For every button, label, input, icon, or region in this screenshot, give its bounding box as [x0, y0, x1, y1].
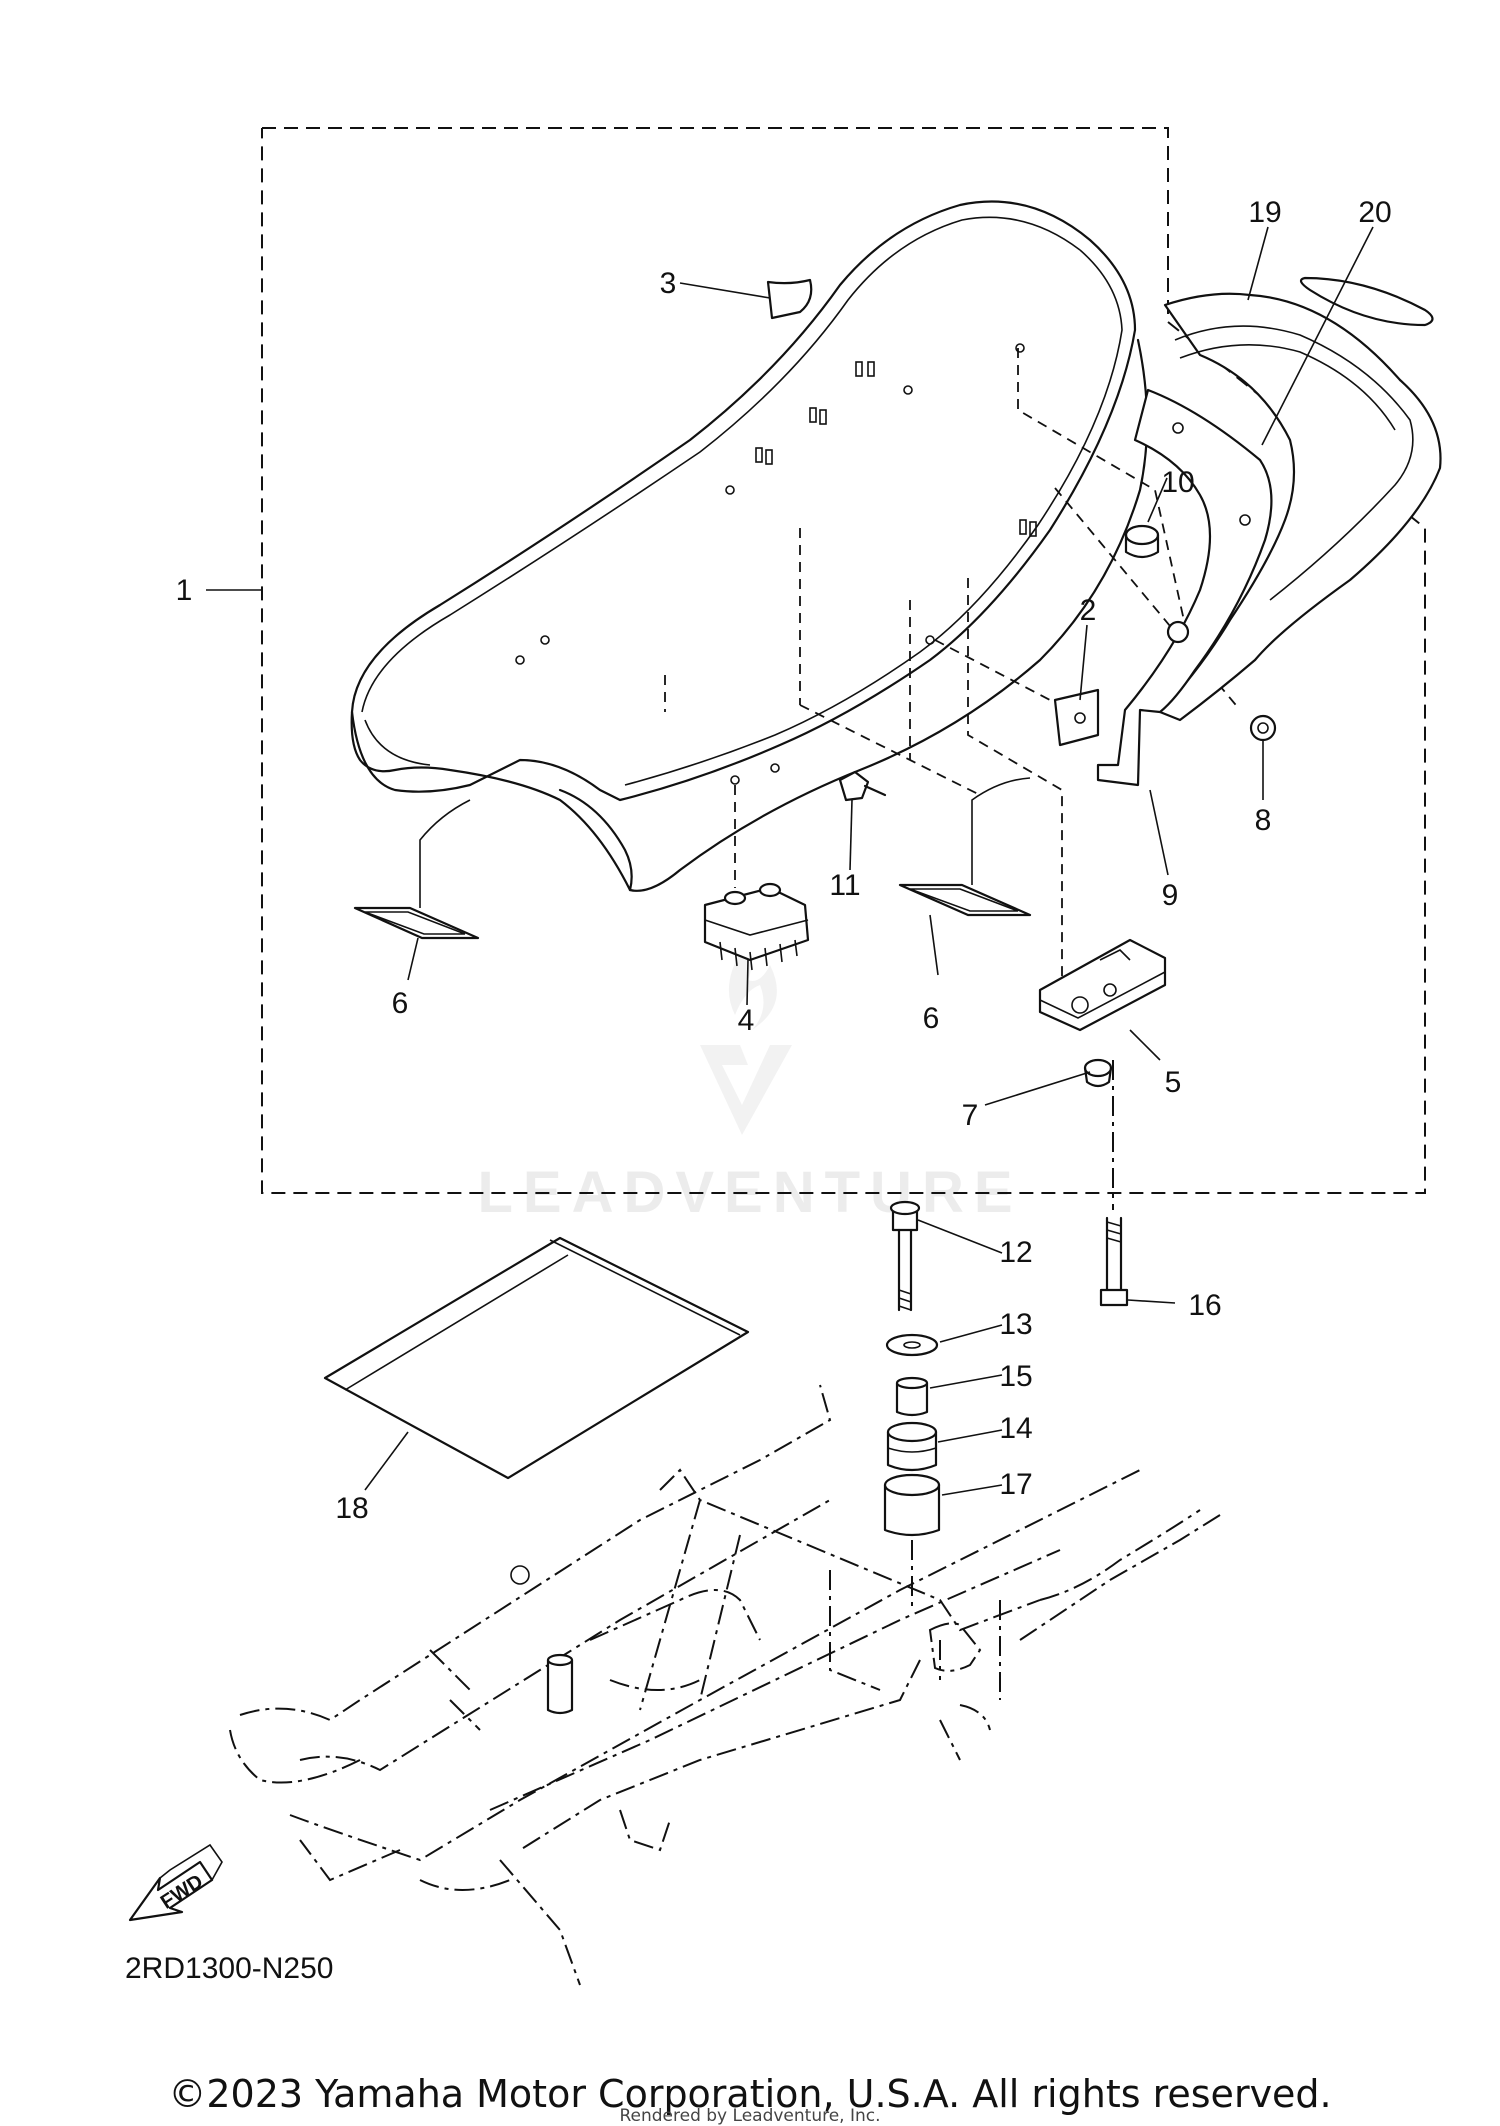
part-label-19: 19	[1248, 196, 1281, 229]
rear-bracket	[1096, 388, 1273, 787]
part-label-1: 1	[176, 574, 193, 607]
part-label-6b: 6	[923, 1002, 940, 1035]
damper-10	[1124, 524, 1160, 559]
part-label-15: 15	[999, 1360, 1032, 1393]
part-label-14: 14	[999, 1412, 1032, 1445]
sheet-18	[323, 1236, 750, 1480]
damper-14	[886, 1421, 938, 1472]
part-label-7: 7	[962, 1099, 979, 1132]
part-label-17: 17	[999, 1468, 1032, 1501]
seat-cowl	[1158, 276, 1442, 722]
part-label-13: 13	[999, 1308, 1032, 1341]
seat-assembly-boundary	[261, 127, 1426, 1194]
part-label-10: 10	[1161, 466, 1194, 499]
part-label-8: 8	[1255, 804, 1272, 837]
part-label-20: 20	[1358, 196, 1391, 229]
bolt-16	[1099, 1216, 1129, 1307]
bolt-12	[889, 1200, 921, 1312]
grommet-7	[1083, 1058, 1113, 1088]
rendered-by-note: Rendered by Leadventure, Inc.	[619, 2106, 881, 2126]
part-label-16: 16	[1188, 1289, 1221, 1322]
part-label-9: 9	[1162, 879, 1179, 912]
copyright-notice: ©2023 Yamaha Motor Corporation, U.S.A. A…	[168, 2072, 1332, 2116]
collar-15	[895, 1376, 929, 1417]
washer-13	[885, 1333, 939, 1357]
leader-lines	[206, 226, 1374, 1496]
seat-lock-5	[1038, 938, 1167, 1032]
damper-17	[883, 1473, 941, 1537]
pad-6-left	[353, 906, 480, 940]
part-label-11: 11	[829, 869, 860, 902]
watermark-logo	[700, 950, 792, 1135]
hook-block-4	[703, 882, 810, 971]
part-label-4: 4	[738, 1004, 755, 1037]
part-label-18: 18	[335, 1492, 368, 1525]
diagram-code: 2RD1300-N250	[125, 1952, 333, 1985]
part-label-5: 5	[1165, 1066, 1182, 1099]
part-label-6a: 6	[392, 987, 409, 1020]
part-label-12: 12	[999, 1236, 1032, 1269]
part-label-2: 2	[1080, 594, 1097, 627]
clip-2	[1053, 688, 1100, 747]
bolt-11	[838, 770, 887, 802]
frame-tube-part	[510, 1565, 574, 1715]
seat-body	[350, 200, 1241, 993]
pad-6-right	[898, 883, 1032, 917]
part-label-3: 3	[660, 267, 677, 300]
frame	[229, 1384, 1221, 1986]
fwd-arrow-icon: FWD	[128, 1843, 223, 1922]
nut-8	[1249, 714, 1277, 742]
